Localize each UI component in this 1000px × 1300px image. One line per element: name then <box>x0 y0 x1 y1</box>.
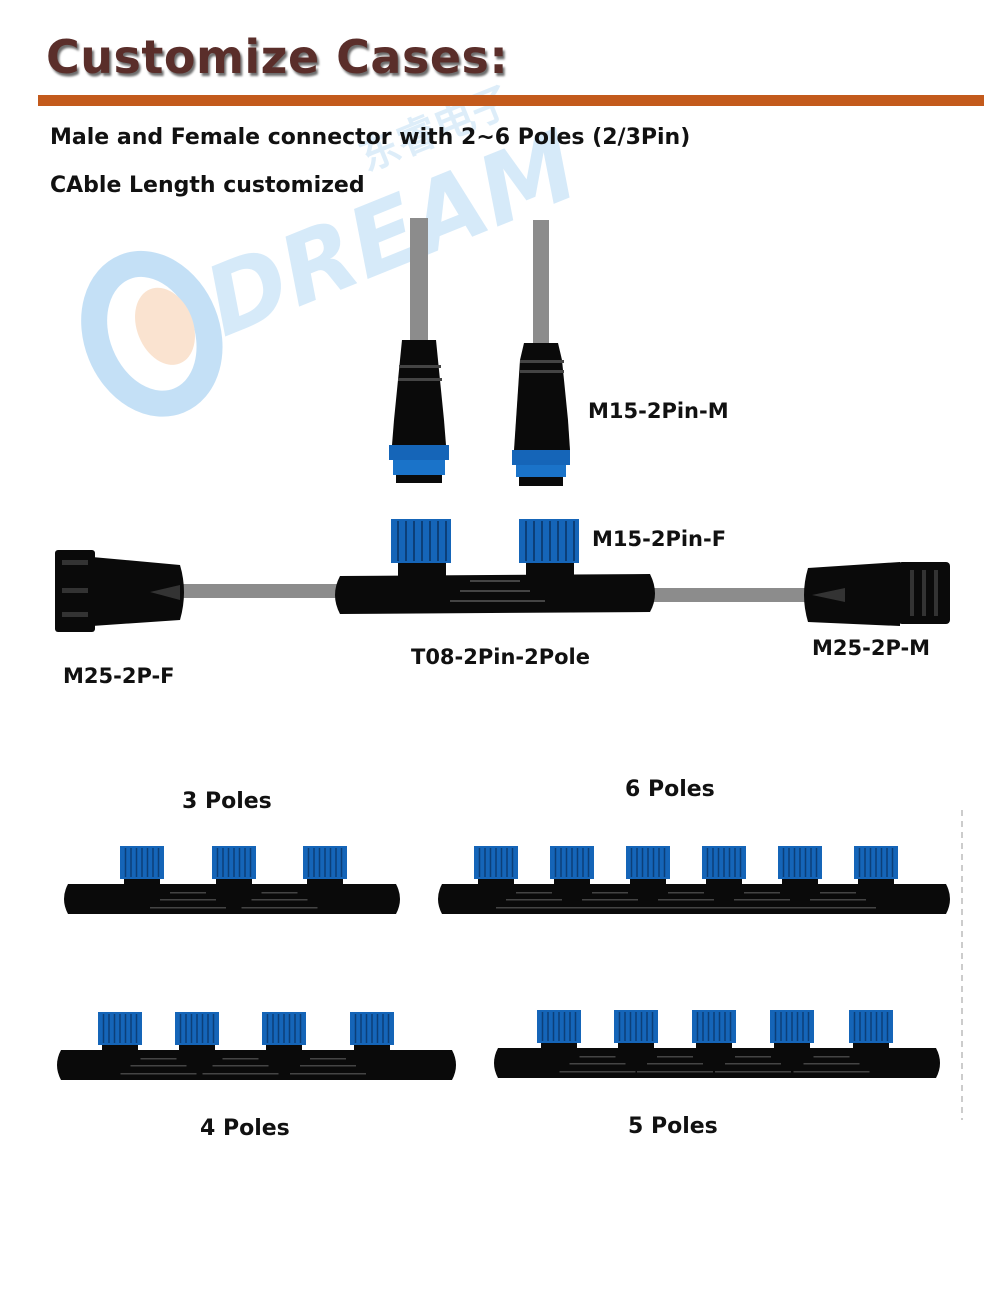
title-divider <box>38 95 984 106</box>
label-m15-2pin-m: M15-2Pin-M <box>588 399 729 423</box>
pole-cap <box>303 846 347 887</box>
pole-cap <box>692 1010 736 1051</box>
label-3-poles: 3 Poles <box>182 789 272 814</box>
label-m25-2p-m: M25-2P-M <box>812 636 931 660</box>
label-m15-2pin-f: M15-2Pin-F <box>592 527 727 551</box>
pole-cap <box>849 1010 893 1051</box>
pole-cap <box>98 1012 142 1053</box>
label-t08-tee: T08-2Pin-2Pole <box>411 645 591 669</box>
pole-cap <box>854 846 898 887</box>
pole-cap <box>262 1012 306 1053</box>
label-5-poles: 5 Poles <box>628 1114 718 1139</box>
pole-cap <box>474 846 518 887</box>
pole-cap <box>702 846 746 887</box>
intro-line-2: CAble Length customized <box>50 173 365 198</box>
m15-male-connector-left <box>389 218 449 483</box>
pole-cap <box>175 1012 219 1053</box>
pole-cap <box>614 1010 658 1051</box>
tee-five-poles <box>494 1010 940 1078</box>
pole-cap <box>778 846 822 887</box>
pole-cap <box>350 1012 394 1053</box>
label-m25-2p-f: M25-2P-F <box>63 664 175 688</box>
tee-six-poles <box>438 846 950 914</box>
intro-line-1: Male and Female connector with 2~6 Poles… <box>50 125 691 150</box>
m25-female-end <box>55 550 184 632</box>
tee-three-poles <box>64 846 400 914</box>
page-title: Customize Cases: <box>46 30 509 84</box>
label-6-poles: 6 Poles <box>625 777 715 802</box>
pole-cap <box>626 846 670 887</box>
m25-male-end <box>804 562 950 626</box>
pole-cap <box>212 846 256 887</box>
t08-tee-connector <box>335 519 655 614</box>
label-4-poles: 4 Poles <box>200 1116 290 1141</box>
pole-cap <box>120 846 164 887</box>
tee-four-poles <box>57 1012 456 1080</box>
pole-cap <box>550 846 594 887</box>
m15-male-connector-right <box>512 220 570 486</box>
pole-cap <box>770 1010 814 1051</box>
pole-cap <box>537 1010 581 1051</box>
